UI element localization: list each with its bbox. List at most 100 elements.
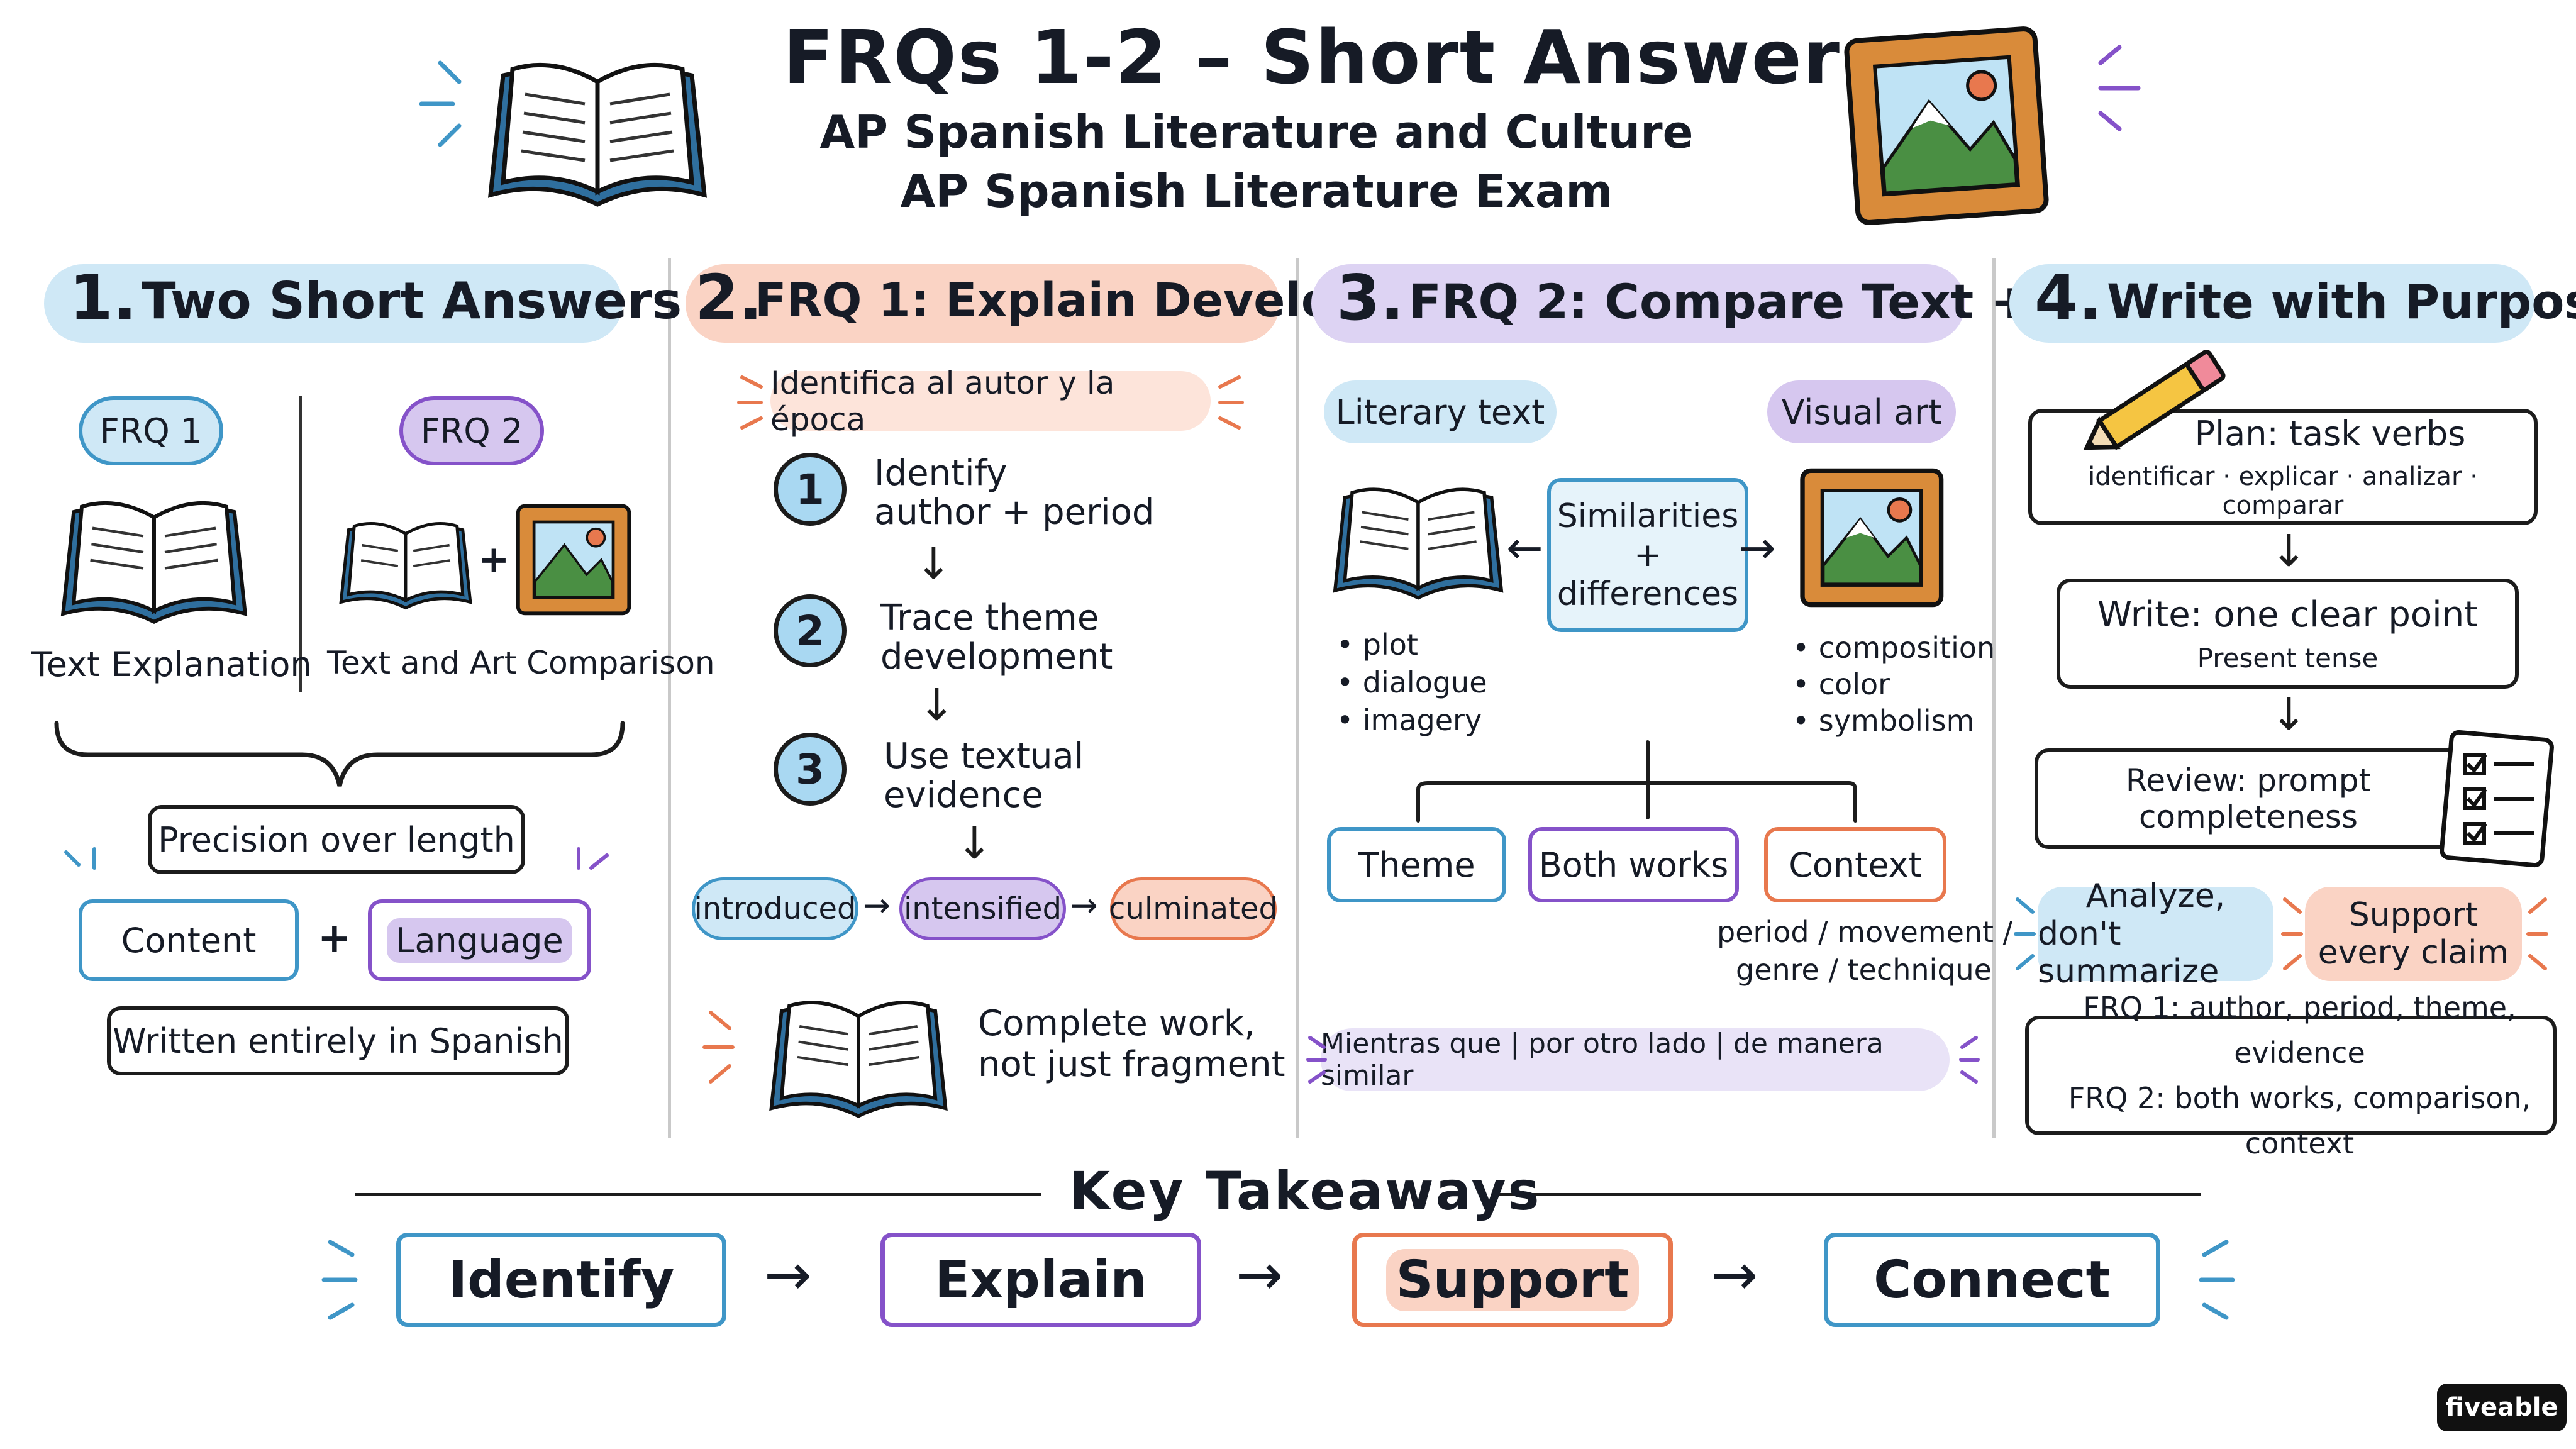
brand-logo: fiveable xyxy=(2437,1384,2567,1431)
sparkle-lines-icon xyxy=(702,1011,735,1084)
right-arrow-icon: → xyxy=(863,887,891,924)
section-number: 2. xyxy=(695,261,763,335)
sparkle-lines-icon xyxy=(419,60,462,147)
flow-introduced: introduced xyxy=(692,877,858,940)
sparkle-lines-icon xyxy=(1306,1036,1327,1084)
takeaways-heading: Key Takeaways xyxy=(1069,1160,1541,1222)
checklist-icon xyxy=(2440,730,2554,868)
literary-text-label: Literary text xyxy=(1324,380,1557,443)
context-box: Context xyxy=(1764,827,1946,902)
section-title-highlight xyxy=(1311,264,1965,343)
section-title: Two Short Answers xyxy=(142,272,682,330)
sparkle-lines-icon xyxy=(64,847,96,870)
framed-painting-icon xyxy=(516,504,631,616)
sparkle-lines-icon xyxy=(1959,1036,1980,1084)
language-box: Language xyxy=(368,899,591,981)
right-arrow-icon: → xyxy=(1739,522,1776,574)
takeaway-support: Support xyxy=(1352,1233,1673,1327)
both-works-box: Both works xyxy=(1528,827,1739,902)
sparkle-lines-icon xyxy=(2098,45,2141,131)
plus-sign: + xyxy=(478,538,510,582)
takeaways-rule xyxy=(355,1193,1041,1196)
sparkle-lines-icon xyxy=(1218,375,1244,430)
similarities-text: Similarities xyxy=(1557,497,1739,535)
step-text: Trace theme xyxy=(880,597,1099,638)
precision-box: Precision over length xyxy=(148,805,525,874)
takeaways-rule xyxy=(1494,1193,2201,1196)
similarities-box: Similarities + differences xyxy=(1547,478,1748,632)
open-book-icon xyxy=(60,501,248,625)
connectors-bar: Mientras que | por otro lado | de manera… xyxy=(1321,1028,1950,1092)
review-box: Review: prompt completeness xyxy=(2035,748,2462,849)
down-arrow-icon: ↓ xyxy=(2270,525,2307,577)
takeaway-identify: Identify xyxy=(396,1233,726,1327)
page-subtitle-exam: AP Spanish Literature Exam xyxy=(900,165,1613,218)
support-text: every claim xyxy=(2318,934,2509,972)
page-title: FRQs 1-2 – Short Answer xyxy=(783,14,1841,101)
open-book-icon xyxy=(339,522,472,610)
section-title-highlight xyxy=(686,264,1280,343)
bullet-item: • color xyxy=(1792,667,1890,701)
tree-connector xyxy=(1416,740,1857,823)
right-arrow-icon: → xyxy=(1236,1242,1284,1308)
down-arrow-icon: ↓ xyxy=(2270,689,2307,740)
framed-painting-icon xyxy=(1800,468,1944,608)
analyze-text: don't summarize xyxy=(2038,915,2219,991)
frq1-summary: FRQ 1: author, period, theme, evidence xyxy=(2083,991,2516,1070)
context-detail: genre / technique xyxy=(1736,953,1992,987)
identifica-highlight: Identifica al autor y la época xyxy=(770,365,1211,438)
takeaway-explain: Explain xyxy=(880,1233,1201,1327)
step-text: evidence xyxy=(884,775,1043,816)
section-number: 3. xyxy=(1336,261,1404,335)
sparkle-lines-icon xyxy=(737,375,763,430)
plus-sign: + xyxy=(318,915,352,962)
right-arrow-icon: → xyxy=(1711,1242,1758,1308)
open-book-icon xyxy=(769,1001,948,1118)
complete-work-text: not just fragment xyxy=(978,1044,1285,1085)
flow-culminated: culminated xyxy=(1109,877,1278,940)
bullet-item: • plot xyxy=(1336,628,1418,662)
spanish-box: Written entirely in Spanish xyxy=(107,1006,569,1075)
pencil-icon xyxy=(2083,350,2226,450)
down-arrow-icon: ↓ xyxy=(918,679,955,731)
write-title: Write: one clear point xyxy=(2097,594,2479,635)
takeaway-connect: Connect xyxy=(1824,1233,2160,1327)
theme-box: Theme xyxy=(1327,827,1506,902)
grouping-brace xyxy=(54,721,625,787)
frq1-caption: Text Explanation xyxy=(31,645,312,684)
page-subtitle: AP Spanish Literature and Culture xyxy=(819,106,1694,158)
step-number-badge: 3 xyxy=(774,733,847,806)
frq2-summary: FRQ 2: both works, comparison, context xyxy=(2068,1081,2531,1160)
step-number-badge: 2 xyxy=(774,594,847,667)
support-highlight: Support every claim xyxy=(2305,887,2522,981)
content-box: Content xyxy=(79,899,299,981)
left-arrow-icon: ← xyxy=(1506,522,1543,574)
step-text: Identify xyxy=(874,453,1008,494)
sparkle-lines-icon xyxy=(577,847,609,870)
plan-title: Plan: task verbs xyxy=(2194,414,2466,453)
sparkle-lines-icon xyxy=(2199,1240,2235,1320)
context-detail: period / movement / xyxy=(1717,915,2013,949)
bullet-item: • dialogue xyxy=(1336,665,1487,699)
language-label: Language xyxy=(387,918,572,963)
section-number: 4. xyxy=(2035,261,2102,335)
step-number-badge: 1 xyxy=(774,453,847,526)
sparkle-lines-icon xyxy=(2526,897,2548,970)
complete-work-text: Complete work, xyxy=(978,1003,1255,1044)
similarities-plus: + xyxy=(1634,536,1662,574)
plan-verbs: identificar · explicar · analizar · comp… xyxy=(2088,462,2478,520)
bullet-item: • imagery xyxy=(1336,703,1482,737)
right-arrow-icon: → xyxy=(1070,887,1098,924)
bullet-item: • composition xyxy=(1792,631,1996,665)
column-divider xyxy=(1296,258,1299,1138)
right-arrow-icon: → xyxy=(764,1242,812,1308)
down-arrow-icon: ↓ xyxy=(915,538,952,589)
support-text: Support xyxy=(2348,896,2479,934)
step-text: Use textual xyxy=(884,736,1084,777)
step-text: author + period xyxy=(874,492,1155,533)
differences-text: differences xyxy=(1557,575,1739,613)
bullet-item: • symbolism xyxy=(1792,704,1975,738)
write-box: Write: one clear point Present tense xyxy=(2057,579,2519,689)
step-text: development xyxy=(880,636,1113,677)
frq2-badge: FRQ 2 xyxy=(399,396,544,465)
